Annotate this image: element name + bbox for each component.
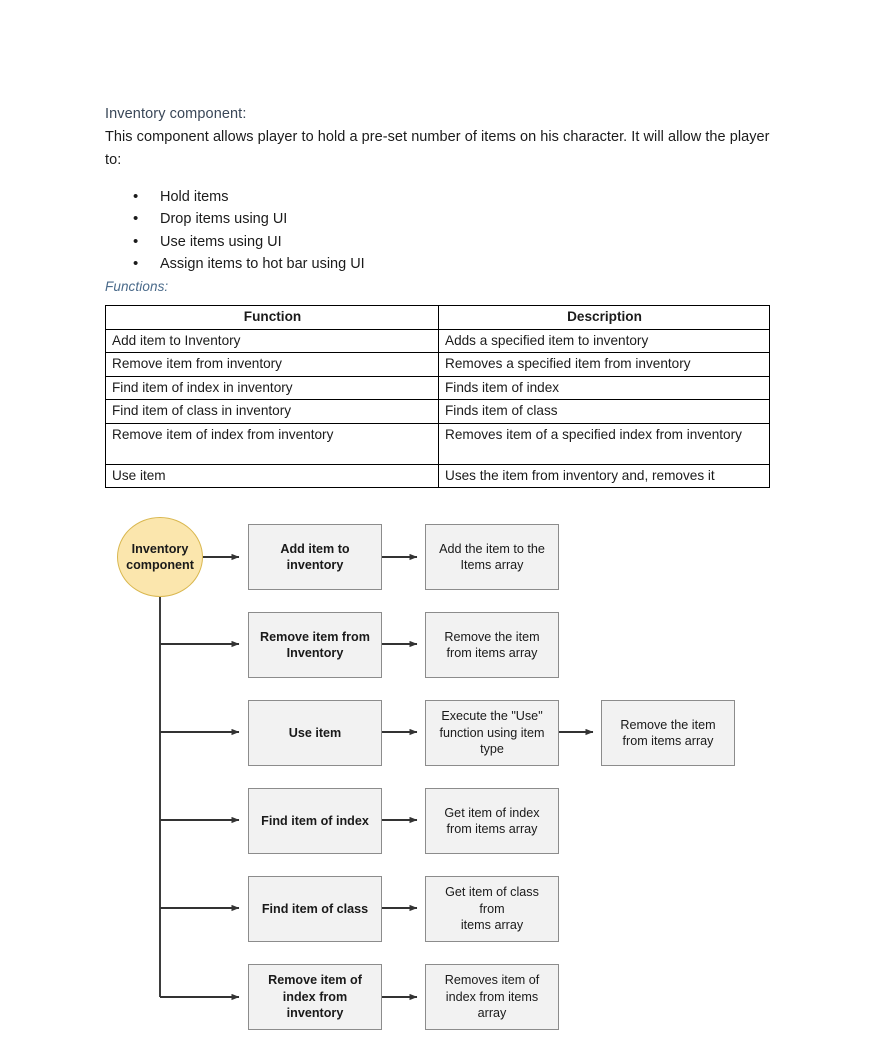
node-line1: Execute the "Use" (441, 709, 543, 724)
cell-description: Adds a specified item to inventory (438, 328, 770, 353)
table-row: Add item to Inventory Adds a specified i… (105, 328, 770, 353)
table-row: Remove item from inventory Removes a spe… (105, 352, 770, 377)
flowchart-result-add-item: Add the item to the Items array (425, 524, 559, 590)
flowchart-action-find-index: Find item of index (248, 788, 382, 854)
node-line2: from items array (446, 646, 538, 660)
node-line2: items array (460, 918, 524, 933)
cell-function: Remove item of index from inventory (105, 422, 439, 465)
node-line2: index from (282, 989, 348, 1004)
node-line2: Inventory (286, 646, 344, 660)
cell-function: Remove item from inventory (105, 352, 439, 377)
node-line2: Items array (460, 558, 524, 572)
list-item: • Use items using UI (105, 231, 770, 253)
node-line1: Remove item from (260, 629, 370, 644)
cell-description: Removes item of a specified index from i… (438, 422, 770, 465)
bullet-icon: • (133, 232, 139, 250)
flowchart-action-remove-index: Remove item of index from inventory (248, 964, 382, 1030)
cell-description: Finds item of index (438, 375, 770, 400)
list-item-label: Drop items using UI (160, 211, 288, 228)
node-line1: Find item of class (261, 901, 369, 916)
functions-section-label: Functions: (105, 279, 169, 294)
root-label-line2: component (126, 558, 194, 572)
document-body: Inventory component: This component allo… (105, 104, 770, 275)
flowchart-result-remove-item: Remove the item from items array (425, 612, 559, 678)
list-item: • Hold items (105, 186, 770, 208)
flowchart-action-add-item: Add item to inventory (248, 524, 382, 590)
table-row: Remove item of index from inventory Remo… (105, 422, 770, 465)
node-line2: from items array (446, 822, 538, 836)
bullet-icon: • (133, 210, 139, 228)
node-line3: inventory (286, 1006, 344, 1021)
column-header-function: Function (105, 305, 439, 330)
list-item: • Drop items using UI (105, 208, 770, 230)
list-item-label: Use items using UI (160, 233, 282, 250)
flowchart-result-use-item: Execute the "Use" function using item ty… (425, 700, 559, 766)
node-line3: array (477, 1006, 507, 1021)
node-line2: inventory (286, 558, 344, 572)
list-item-label: Hold items (160, 189, 229, 205)
node-line1: Add the item to the (439, 541, 545, 556)
bullet-icon: • (133, 188, 139, 205)
node-line3: type (480, 742, 504, 757)
node-line1: Get item of index (444, 805, 540, 820)
cell-description: Removes a specified item from inventory (438, 352, 770, 377)
flowchart-root-node: Inventory component (117, 517, 203, 597)
root-label-line1: Inventory (131, 541, 189, 556)
node-line1: Find item of index (261, 813, 369, 828)
table-row: Find item of index in inventory Finds it… (105, 375, 770, 400)
column-header-description: Description (438, 305, 770, 330)
table-header-row: Function Description (105, 305, 770, 330)
node-line1: Removes item of (444, 973, 540, 988)
cell-function: Find item of index in inventory (105, 375, 439, 400)
table-row: Find item of class in inventory Finds it… (105, 399, 770, 424)
flowchart-extra-use-item: Remove the item from items array (601, 700, 735, 766)
list-item-label: Assign items to hot bar using UI (160, 255, 365, 272)
node-line2: from items array (622, 734, 714, 748)
node-line1: Add item to (280, 541, 350, 556)
table-row: Use item Uses the item from inventory an… (105, 463, 770, 488)
node-line1: Remove item of (268, 973, 362, 988)
feature-list: • Hold items • Drop items using UI • Use it… (105, 186, 770, 275)
intro-paragraph: This component allows player to hold a p… (105, 129, 770, 168)
flowchart-result-find-index: Get item of index from items array (425, 788, 559, 854)
cell-function: Use item (105, 463, 439, 488)
node-line1: Get item of class from (445, 885, 539, 916)
bullet-icon: • (133, 254, 139, 272)
functions-table: Function Description Add item to Invento… (105, 305, 770, 488)
flowchart-action-use-item: Use item (248, 700, 382, 766)
node-line1: Remove the item (444, 629, 540, 644)
page-title: Inventory component: (105, 106, 247, 122)
list-item: • Assign items to hot bar using UI (105, 253, 770, 275)
flowchart-action-find-class: Find item of class (248, 876, 382, 942)
cell-description: Uses the item from inventory and, remove… (438, 463, 770, 488)
node-line2: function using item (439, 725, 545, 740)
flowchart-result-remove-index: Removes item of index from items array (425, 964, 559, 1030)
node-line1: Remove the item (620, 717, 716, 732)
cell-function: Add item to Inventory (105, 328, 439, 353)
flowchart-result-find-class: Get item of class from items array (425, 876, 559, 942)
node-line1: Use item (288, 725, 342, 740)
cell-description: Finds item of class (438, 399, 770, 424)
cell-function: Find item of class in inventory (105, 399, 439, 424)
flowchart-action-remove-item: Remove item from Inventory (248, 612, 382, 678)
node-line2: index from items (445, 989, 539, 1004)
